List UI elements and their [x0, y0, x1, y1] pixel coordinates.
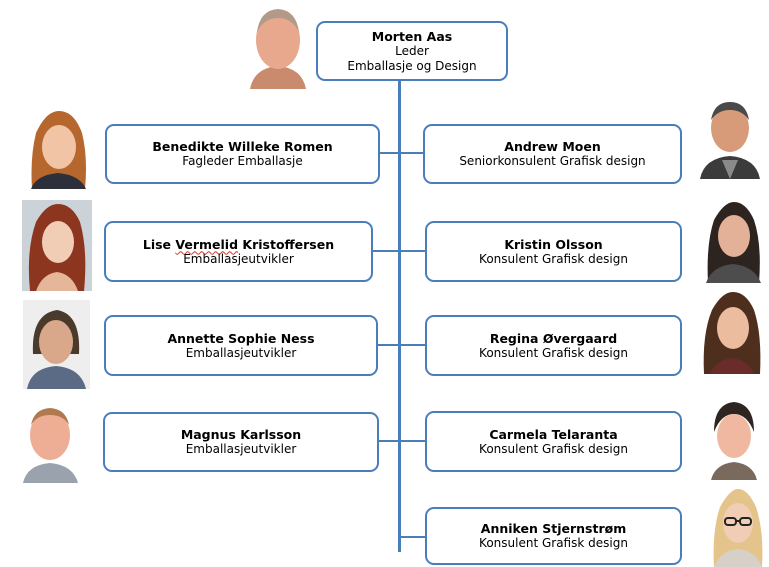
node-name: Benedikte Willeke Romen	[152, 139, 333, 154]
node-right-3: Regina Øvergaard Konsulent Grafisk desig…	[425, 315, 682, 376]
node-name: Magnus Karlsson	[180, 427, 302, 442]
node-name: Andrew Moen	[504, 139, 601, 154]
connector-left-4	[378, 440, 400, 442]
node-left-3: Annette Sophie Ness Emballasjeutvikler	[104, 315, 378, 376]
node-name: Anniken Stjernstrøm	[480, 521, 627, 536]
node-left-2: Lise Vermelid Kristoffersen Emballasjeut…	[104, 221, 373, 282]
node-right-1: Andrew Moen Seniorkonsulent Grafisk desi…	[423, 124, 682, 184]
node-name: Carmela Telaranta	[489, 426, 618, 442]
node-role: Emballasjeutvikler	[185, 442, 297, 456]
connector-right-1	[399, 152, 424, 154]
node-name: Kristin Olsson	[504, 236, 603, 252]
connector-right-3	[399, 344, 426, 346]
connector-left-2	[372, 250, 400, 252]
node-right-2: Kristin Olsson Konsulent Grafisk design	[425, 221, 682, 282]
portrait-photo-magnus	[19, 401, 82, 483]
node-name: Regina Øvergaard	[489, 330, 618, 346]
connector-right-2	[399, 250, 426, 252]
leader-role: Leder	[395, 43, 429, 58]
node-role: Konsulent Grafisk design	[479, 251, 628, 266]
spellcheck-underline: Vermelid	[175, 236, 239, 252]
node-name: Annette Sophie Ness	[167, 330, 315, 346]
connector-right-5	[399, 536, 426, 538]
node-left-4: Magnus Karlsson Emballasjeutvikler	[103, 412, 379, 472]
portrait-photo-andrew	[698, 96, 761, 179]
node-name: Lise Vermelid Kristoffersen	[142, 236, 335, 252]
connector-left-1	[379, 152, 400, 154]
node-role: Fagleder Emballasje	[182, 154, 303, 168]
node-left-1: Benedikte Willeke Romen Fagleder Emballa…	[105, 124, 380, 184]
portrait-photo-regina	[700, 290, 764, 374]
portrait-photo-kristin	[702, 198, 765, 283]
portrait-photo-annette	[23, 300, 90, 389]
portrait-photo-benedikte	[26, 107, 91, 189]
portrait-photo-anniken	[708, 487, 768, 567]
node-role: Konsulent Grafisk design	[479, 536, 628, 550]
connector-left-3	[377, 344, 400, 346]
leader-name: Morten Aas	[371, 28, 453, 44]
portrait-photo-morten	[246, 2, 310, 89]
leader-unit: Emballasje og Design	[347, 58, 477, 73]
trunk-line	[398, 80, 401, 552]
node-role: Emballasjeutvikler	[185, 345, 297, 360]
node-right-4: Carmela Telaranta Konsulent Grafisk desi…	[425, 411, 682, 472]
connector-right-4	[399, 440, 426, 442]
node-leader: Morten Aas Leder Emballasje og Design	[316, 21, 508, 81]
portrait-photo-lise	[22, 200, 92, 291]
node-role: Emballasjeutvikler	[183, 251, 294, 266]
node-role: Konsulent Grafisk design	[479, 345, 628, 360]
node-role: Konsulent Grafisk design	[479, 441, 628, 456]
portrait-photo-carmela	[705, 398, 763, 480]
node-role: Seniorkonsulent Grafisk design	[459, 154, 646, 168]
node-right-5: Anniken Stjernstrøm Konsulent Grafisk de…	[425, 507, 682, 565]
